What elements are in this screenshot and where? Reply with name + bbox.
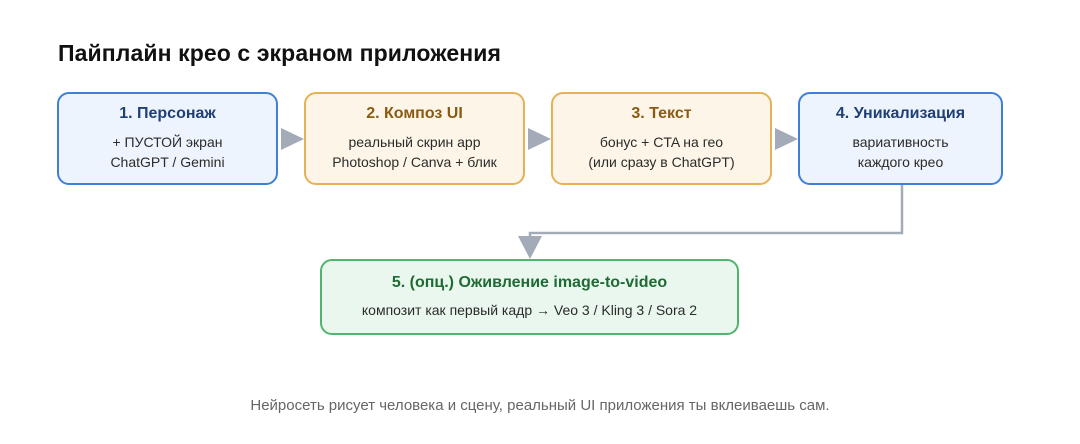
page-title: Пайплайн крео с экраном приложения [58,40,502,66]
step-2-line-2: Photoshop / Canva + блик [332,154,497,170]
step-4-heading: 4. Уникализация [835,105,966,122]
step-4-uniqueness: 4. Уникализация вариативность каждого кр… [798,92,1003,185]
footer-note: Нейросеть рисует человека и сцену, реаль… [250,397,830,414]
arrow-4-to-5-line [528,185,904,240]
step-4-line-2: каждого крео [857,154,944,170]
step-2-ui-compose: 2. Композ UI реальный скрин app Photosho… [304,92,525,185]
step-4-line-1: вариативность [852,134,949,150]
step-5-heading: 5. (опц.) Оживление image-to-video [391,274,668,291]
step-2-heading: 2. Композ UI [366,105,463,122]
arrow-3-to-4 [775,128,798,150]
step-5-animation: 5. (опц.) Оживление image-to-video компо… [320,259,739,335]
step-3-line-2: (или сразу в ChatGPT) [588,154,735,170]
step-5-line-1: композит как первый кадр → Veo 3 / Kling… [361,302,698,318]
arrow-4-to-5-head [518,236,542,259]
step-1-line-2: ChatGPT / Gemini [110,154,225,170]
step-1-character: 1. Персонаж + ПУСТОЙ экран ChatGPT / Gem… [57,92,278,185]
arrow-2-to-3 [528,128,551,150]
step-3-text: 3. Текст бонус + CTA на гео (или сразу в… [551,92,772,185]
step-1-heading: 1. Персонаж [119,105,216,122]
step-3-heading: 3. Текст [631,105,692,122]
step-2-line-1: реальный скрин app [348,134,481,150]
step-3-line-1: бонус + CTA на гео [599,134,724,150]
step-1-line-1: + ПУСТОЙ экран [112,134,223,150]
arrow-1-to-2 [281,128,304,150]
